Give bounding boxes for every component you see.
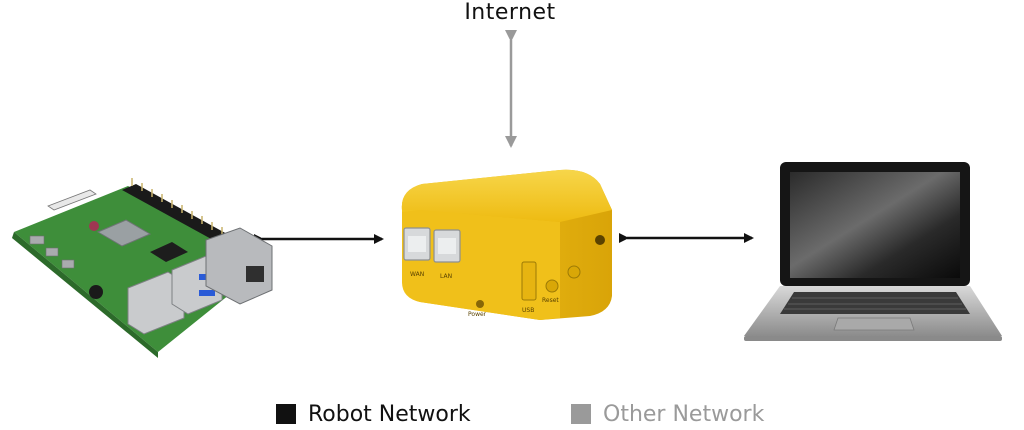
laptop-screen xyxy=(790,172,960,278)
router-label-usb: USB xyxy=(522,307,534,314)
router-label-lan: LAN xyxy=(440,273,452,280)
power-port xyxy=(595,235,605,245)
usb-port xyxy=(521,261,537,301)
internet-label: Internet xyxy=(464,0,556,25)
router-label-reset: Reset xyxy=(542,297,559,304)
laptop xyxy=(744,162,1002,341)
raspberry-pi-board xyxy=(12,178,273,358)
legend-other-label: Other Network xyxy=(603,401,765,427)
router-label-power: Power xyxy=(468,311,487,318)
router-label-wan: WAN xyxy=(410,271,424,278)
reset-button xyxy=(545,279,559,293)
legend-other-swatch xyxy=(571,404,591,424)
legend-other: Other Network xyxy=(571,400,764,428)
travel-router xyxy=(401,169,612,320)
legend-robot: Robot Network xyxy=(276,400,471,428)
legend-robot-label: Robot Network xyxy=(308,401,471,427)
legend-robot-swatch xyxy=(276,404,296,424)
